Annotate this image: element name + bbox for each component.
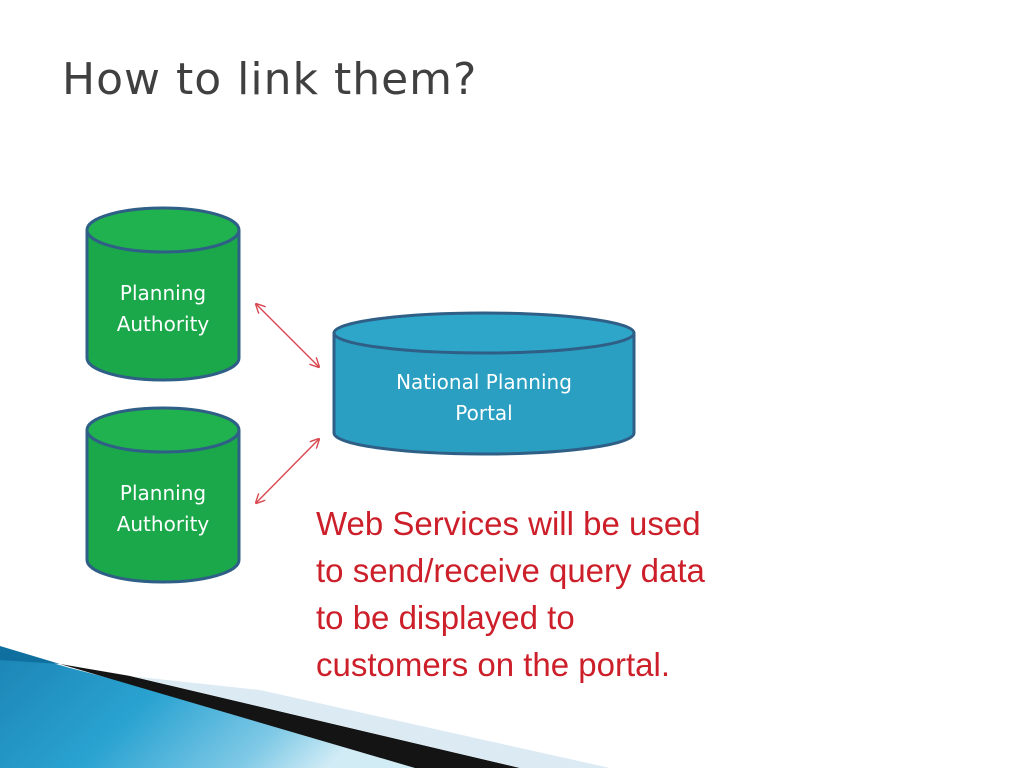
slide-title: How to link them? (62, 54, 478, 105)
label-line: Planning (119, 481, 207, 505)
web-services-caption: Web Services will be used to send/receiv… (316, 500, 796, 688)
caption-line: to send/receive query data (316, 552, 705, 589)
label-line: National Planning (396, 370, 572, 394)
label-line: Planning (119, 281, 207, 305)
label-line: Portal (455, 401, 513, 425)
caption-line: to be displayed to (316, 599, 575, 636)
label-line: Authority (116, 512, 210, 536)
connector-arrow-1 (256, 304, 319, 367)
planning-authority-cylinder-2 (85, 406, 241, 584)
national-planning-portal-label: National Planning Portal (334, 367, 634, 429)
national-planning-portal-cylinder (332, 311, 636, 456)
caption-line: Web Services will be used (316, 505, 701, 542)
connector-arrow-2 (256, 439, 319, 503)
planning-authority-label-1: Planning Authority (88, 278, 238, 340)
caption-line: customers on the portal. (316, 646, 671, 683)
planning-authority-cylinder-1 (85, 206, 241, 382)
label-line: Authority (116, 312, 210, 336)
planning-authority-label-2: Planning Authority (88, 478, 238, 540)
